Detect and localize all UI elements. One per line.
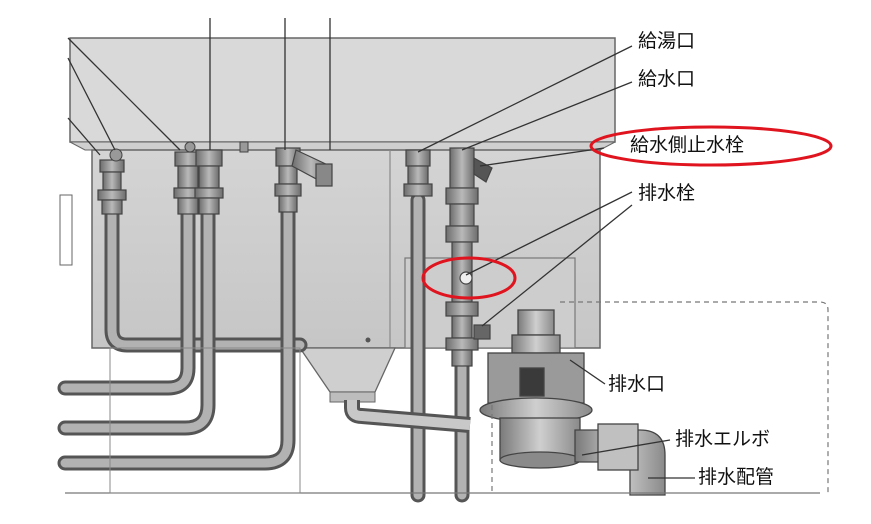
leader-drain-plug-2 bbox=[481, 204, 633, 327]
highlight-water-shutoff-valve bbox=[589, 125, 833, 167]
upper-leader-lines bbox=[67, 18, 331, 156]
valve-fittings bbox=[97, 141, 493, 367]
label-drain-pipe: 排水配管 bbox=[698, 466, 775, 488]
cabinet-dashed-outline bbox=[560, 301, 829, 493]
leader-water-inlet bbox=[461, 81, 633, 151]
label-drain-plug: 排水栓 bbox=[638, 182, 696, 204]
drain-trap bbox=[479, 309, 666, 496]
label-water-inlet: 給水口 bbox=[638, 68, 696, 90]
label-water-shutoff-valve: 給水側止水栓 bbox=[630, 134, 745, 156]
highlight-drain-plug bbox=[421, 256, 517, 300]
label-drain-outlet: 排水口 bbox=[608, 373, 666, 395]
leader-drain-elbow bbox=[581, 439, 671, 456]
leader-water-shutoff-valve bbox=[479, 147, 605, 167]
leader-drain-outlet bbox=[569, 359, 606, 385]
label-drain-elbow: 排水エルボ bbox=[675, 428, 771, 450]
hopper-drain-hose bbox=[344, 400, 471, 433]
supply-pipes bbox=[57, 192, 470, 503]
label-hot-water-inlet: 給湯口 bbox=[638, 30, 696, 52]
callout-leader-lines bbox=[417, 45, 695, 479]
leader-hot-water-inlet bbox=[417, 45, 633, 153]
red-highlights bbox=[421, 125, 833, 300]
